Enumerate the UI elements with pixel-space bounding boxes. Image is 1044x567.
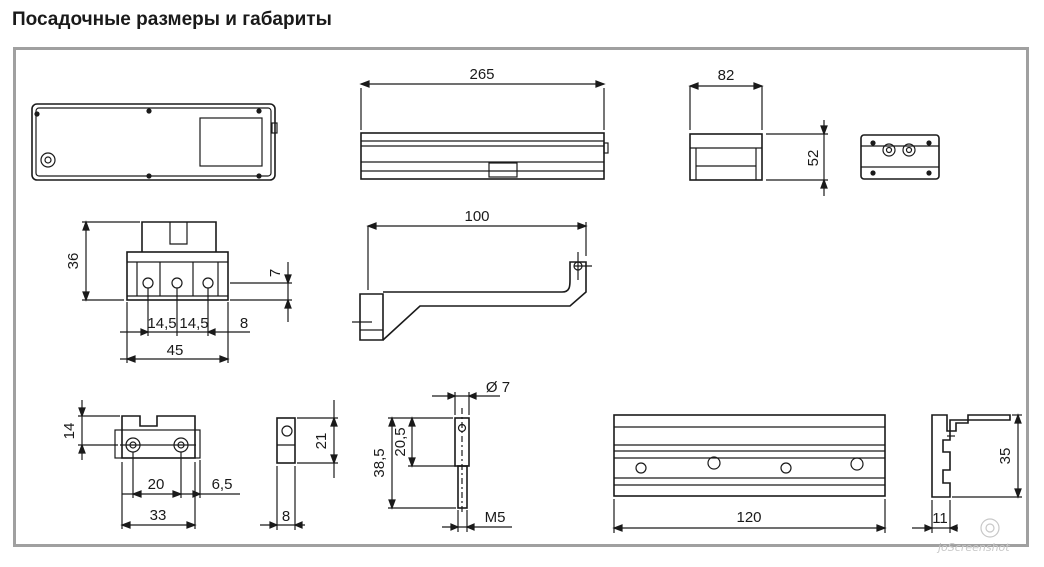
housing-end-view — [689, 133, 763, 181]
rail-profile — [931, 414, 1011, 498]
housing-side-view — [360, 132, 609, 180]
label-ø7: Ø 7 — [486, 379, 510, 396]
dim-36 — [82, 220, 140, 302]
rail — [613, 414, 886, 497]
label-100: 100 — [464, 208, 489, 225]
label-11: 11 — [932, 510, 948, 527]
arm-side-view — [352, 252, 592, 341]
label-36: 36 — [65, 253, 82, 270]
housing-top-view — [31, 103, 278, 181]
dim-bracket-pitch — [120, 288, 250, 363]
label-265: 265 — [469, 66, 494, 83]
dim-14 — [78, 400, 120, 460]
screw — [454, 408, 470, 512]
page-title: Посадочные размеры и габариты — [12, 9, 332, 30]
label-38-5: 38,5 — [371, 448, 388, 477]
label-20-5: 20,5 — [392, 427, 409, 456]
dim-265 — [359, 80, 606, 130]
label-82: 82 — [718, 67, 735, 84]
side-block — [276, 417, 296, 464]
dim-100 — [366, 222, 588, 290]
label-33: 33 — [150, 507, 167, 524]
dim-120 — [612, 499, 887, 533]
dim-82 — [688, 82, 764, 130]
mounting-plate — [114, 415, 201, 459]
label-m5: M5 — [485, 509, 506, 526]
label-21: 21 — [313, 433, 330, 450]
dim-11 — [912, 500, 958, 533]
label-14-5-a: 14,5 — [147, 315, 176, 332]
dim-38-5 — [388, 416, 456, 510]
watermark-text: joScreenshot — [936, 541, 1010, 554]
label-14: 14 — [61, 423, 78, 440]
dim-21 — [297, 400, 338, 478]
dim-7 — [230, 262, 292, 322]
dim-52 — [766, 120, 828, 196]
bracket-front-view — [126, 221, 229, 301]
label-7: 7 — [267, 269, 284, 277]
dim-ø7 — [432, 392, 500, 415]
end-cap — [860, 134, 940, 180]
label-120: 120 — [736, 509, 761, 526]
label-8: 8 — [240, 315, 248, 332]
label-20: 20 — [148, 476, 165, 493]
label-14-5-b: 14,5 — [179, 315, 208, 332]
dim-20-6-5 — [120, 452, 240, 529]
label-6-5: 6,5 — [212, 476, 233, 493]
dim-20-5 — [408, 416, 456, 468]
label-45: 45 — [167, 342, 184, 359]
label-8-side: 8 — [282, 508, 290, 525]
watermark-icon — [980, 518, 1000, 538]
label-35: 35 — [997, 448, 1014, 465]
drawing-frame — [13, 47, 1029, 547]
dim-8-side — [260, 466, 305, 530]
label-52: 52 — [805, 150, 822, 167]
dim-35 — [952, 413, 1022, 499]
dim-m5 — [442, 510, 512, 532]
